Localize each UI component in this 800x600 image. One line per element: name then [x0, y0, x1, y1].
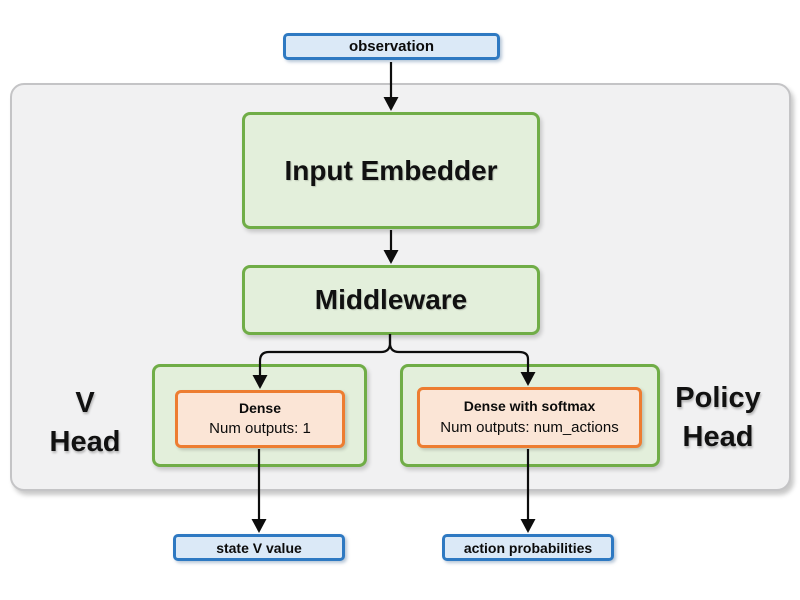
- v-head-dense-node: Dense Num outputs: 1: [175, 390, 345, 448]
- state-v-value-node: state V value: [173, 534, 345, 561]
- policy-head-label: Policy Head: [648, 379, 788, 457]
- v-head-label: V Head: [24, 384, 146, 462]
- policy-head-label-line1: Policy: [675, 382, 761, 414]
- input-embedder-label: Input Embedder: [284, 154, 498, 186]
- observation-label: observation: [348, 38, 435, 55]
- middleware-label: Middleware: [314, 284, 468, 315]
- policy-head-dense-title: Dense with softmax: [463, 398, 596, 415]
- v-head-label-line1: V: [75, 387, 95, 419]
- action-probabilities-node: action probabilities: [442, 534, 614, 561]
- v-head-dense-title: Dense: [238, 399, 282, 416]
- middleware-node: Middleware: [242, 265, 540, 335]
- policy-head-dense-subtitle: Num outputs: num_actions: [440, 418, 619, 436]
- policy-head-dense-node: Dense with softmax Num outputs: num_acti…: [417, 387, 642, 448]
- v-head-dense-subtitle: Num outputs: 1: [209, 420, 311, 438]
- observation-node: observation: [283, 33, 500, 60]
- v-head-label-line2: Head: [49, 426, 121, 458]
- action-probabilities-label: action probabilities: [463, 539, 593, 556]
- input-embedder-node: Input Embedder: [242, 112, 540, 229]
- state-v-value-label: state V value: [216, 539, 302, 556]
- policy-head-label-line2: Head: [682, 421, 754, 453]
